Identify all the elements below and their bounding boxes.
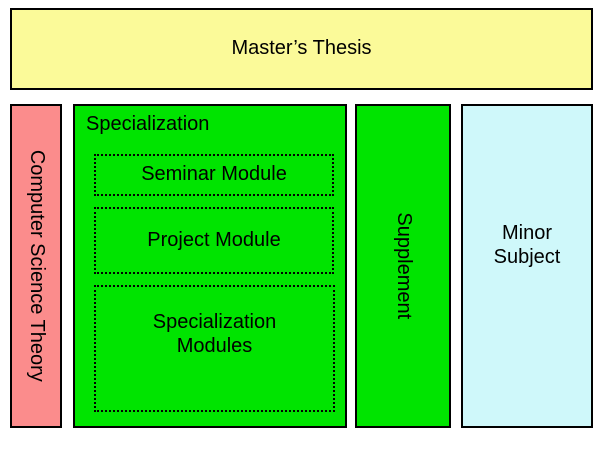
supplement-box: Supplement (355, 104, 451, 428)
computer-science-theory-box: Computer Science Theory (10, 104, 62, 428)
computer-science-theory-label: Computer Science Theory (25, 150, 48, 382)
masters-thesis-box: Master’s Thesis (10, 8, 593, 90)
project-module-label: Project Module (147, 228, 281, 251)
seminar-module-box: Seminar Module (94, 154, 334, 196)
masters-thesis-label: Master’s Thesis (231, 37, 372, 60)
project-module-box: Project Module (94, 207, 334, 274)
specialization-modules-label: Specialization Modules (152, 311, 277, 357)
specialization-label: Specialization (86, 113, 210, 135)
seminar-module-label: Seminar Module (141, 163, 287, 186)
supplement-label: Supplement (392, 212, 415, 320)
minor-subject-label: Minor Subject (493, 222, 561, 268)
specialization-modules-box: Specialization Modules (94, 285, 335, 412)
specialization-box: Specialization Seminar Module Project Mo… (73, 104, 347, 428)
minor-subject-box: Minor Subject (461, 104, 593, 428)
